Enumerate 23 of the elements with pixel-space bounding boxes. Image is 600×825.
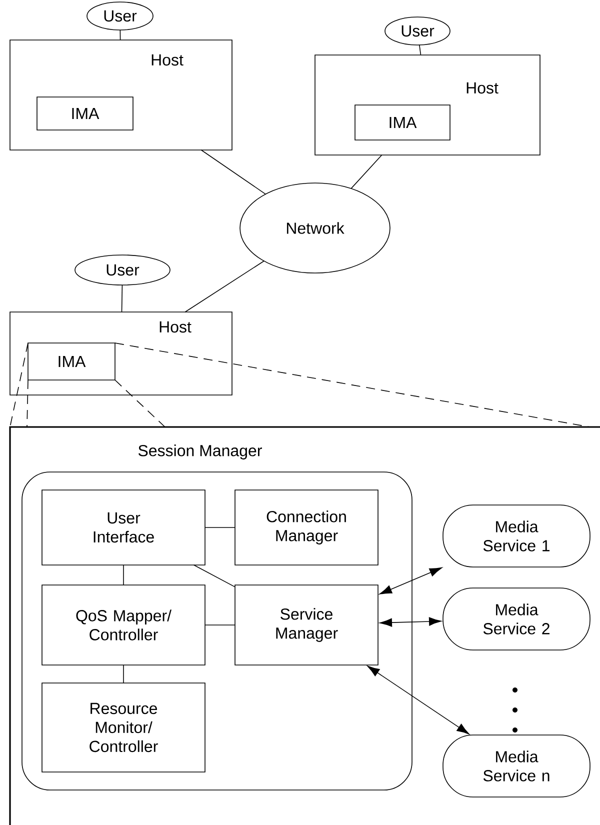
rounded-group bbox=[22, 472, 412, 790]
connector-line bbox=[193, 564, 236, 588]
arrow bbox=[379, 567, 442, 594]
connector-line bbox=[419, 44, 422, 56]
connector-line bbox=[120, 30, 121, 40]
arrow bbox=[367, 666, 470, 734]
module-box: IMA bbox=[28, 342, 116, 380]
connector-line bbox=[200, 150, 266, 195]
module-box: Connection Manager bbox=[234, 490, 378, 566]
arrow bbox=[380, 617, 442, 627]
connector-line bbox=[350, 154, 382, 189]
connector-line bbox=[184, 260, 264, 312]
connector-line bbox=[204, 624, 236, 626]
module-box: User Interface bbox=[42, 490, 206, 566]
connector-line bbox=[123, 564, 124, 586]
module-box: Resource Monitor/ Controller bbox=[42, 682, 206, 772]
connector-line bbox=[121, 284, 123, 312]
module-box: IMA bbox=[36, 96, 134, 130]
module-box: Service Manager bbox=[234, 584, 378, 666]
module-box: QoS Mapper/ Controller bbox=[42, 584, 206, 666]
connector-line bbox=[204, 527, 236, 528]
connector-line bbox=[123, 664, 124, 684]
module-box: IMA bbox=[354, 104, 450, 140]
